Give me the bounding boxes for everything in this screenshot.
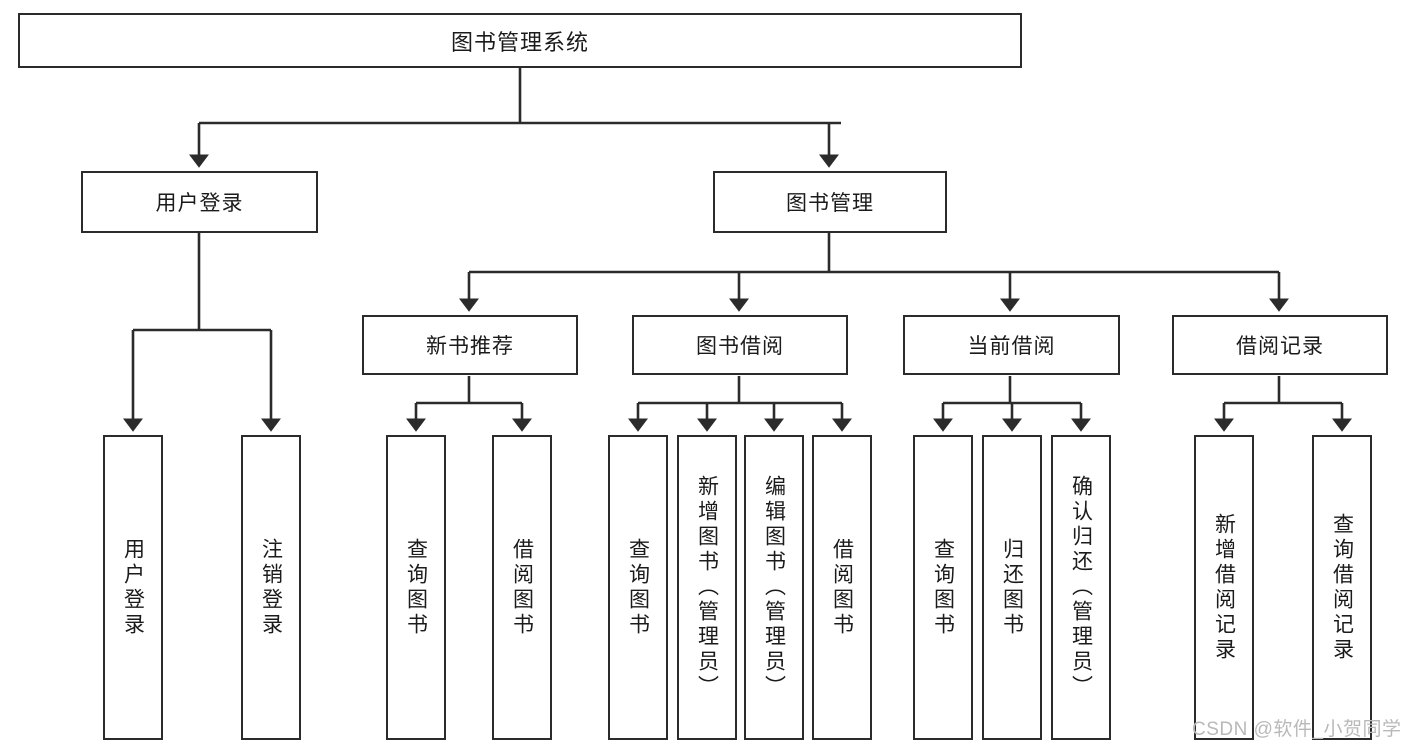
leaf-record-add-borrow-record[interactable]: 新增借阅记录: [1194, 435, 1254, 740]
node-label: 借阅记录: [1236, 335, 1324, 358]
node-label: 用户登录: [155, 192, 244, 215]
leaf-borrow-edit-book-admin[interactable]: 编辑图书（管理员）: [744, 435, 804, 740]
leaf-borrow-query-book[interactable]: 查询图书: [608, 435, 668, 740]
node-borrow-record[interactable]: 借阅记录: [1172, 315, 1388, 375]
node-label: 借阅图书: [510, 537, 534, 638]
node-book-management[interactable]: 图书管理: [713, 171, 947, 233]
node-label: 编辑图书（管理员）: [762, 475, 786, 700]
leaf-current-return-book[interactable]: 归还图书: [982, 435, 1042, 740]
node-label: 新增借阅记录: [1212, 512, 1236, 663]
node-label: 新增图书（管理员）: [695, 475, 719, 700]
leaf-borrow-borrow-book[interactable]: 借阅图书: [812, 435, 872, 740]
leaf-recommend-query-book[interactable]: 查询图书: [386, 435, 446, 740]
node-label: 归还图书: [1000, 537, 1024, 638]
node-label: 注销登录: [259, 537, 283, 638]
node-label: 用户登录: [121, 537, 145, 638]
leaf-recommend-borrow-book[interactable]: 借阅图书: [492, 435, 552, 740]
leaf-user-login[interactable]: 用户登录: [103, 435, 163, 740]
node-label: 查询图书: [626, 537, 650, 638]
leaf-borrow-add-book-admin[interactable]: 新增图书（管理员）: [677, 435, 737, 740]
node-label: 借阅图书: [830, 537, 854, 638]
leaf-record-query-borrow-record[interactable]: 查询借阅记录: [1312, 435, 1372, 740]
node-current-borrow[interactable]: 当前借阅: [903, 315, 1120, 375]
node-label: 查询借阅记录: [1330, 512, 1354, 663]
node-book-borrow[interactable]: 图书借阅: [632, 315, 848, 375]
leaf-current-query-book[interactable]: 查询图书: [913, 435, 973, 740]
leaf-logout-login[interactable]: 注销登录: [241, 435, 301, 740]
node-user-login[interactable]: 用户登录: [81, 171, 318, 233]
node-root-system[interactable]: 图书管理系统: [18, 13, 1022, 68]
node-label: 图书借阅: [696, 335, 784, 358]
node-label: 图书管理: [786, 192, 874, 215]
node-label: 当前借阅: [967, 335, 1056, 358]
node-new-book-recommend[interactable]: 新书推荐: [362, 315, 578, 375]
node-label: 查询图书: [404, 537, 428, 638]
node-label: 确认归还（管理员）: [1069, 475, 1093, 700]
csdn-watermark: CSDN @软件_小贺同学: [1192, 719, 1402, 740]
leaf-current-confirm-return-admin[interactable]: 确认归还（管理员）: [1051, 435, 1111, 740]
node-label: 查询图书: [931, 537, 955, 638]
node-label: 图书管理系统: [450, 29, 589, 55]
node-label: 新书推荐: [426, 335, 514, 358]
